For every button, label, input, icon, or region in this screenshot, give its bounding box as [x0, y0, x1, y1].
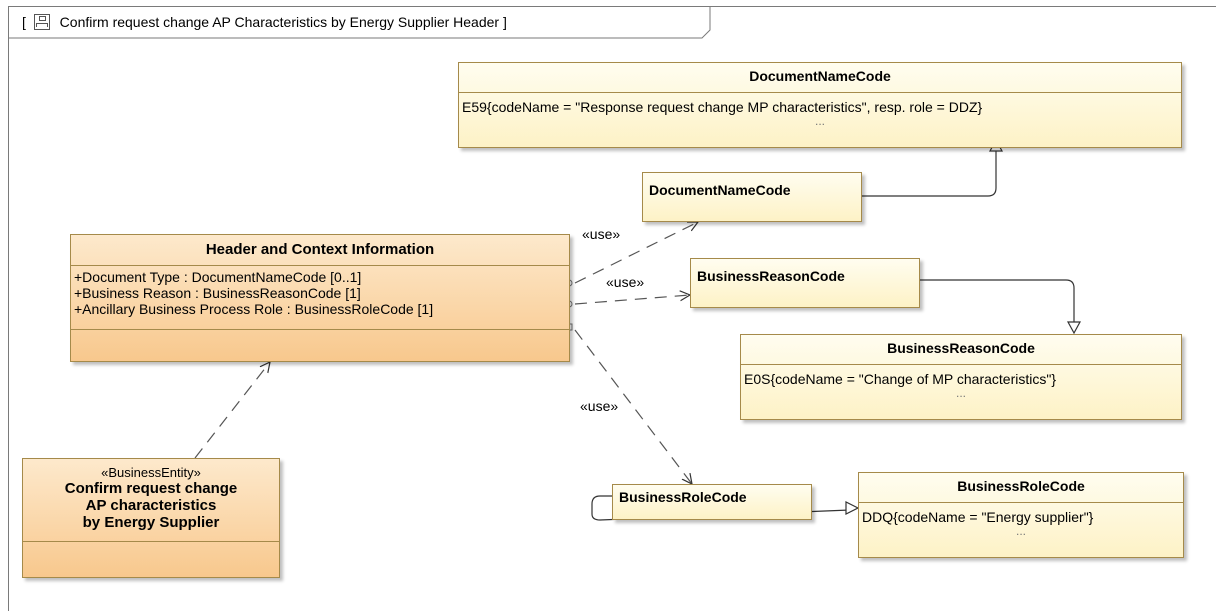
title-close-bracket-text: ]	[502, 14, 507, 30]
header-attribute-document-type: +Document Type : DocumentNameCode [0..1]	[74, 269, 362, 285]
business-role-code-enum-name: BusinessRoleCode	[957, 478, 1085, 494]
business-reason-code-more: ...	[955, 386, 966, 400]
document-name-code-enum-separator	[459, 92, 1181, 93]
business-entity-name-line-3: by Energy Supplier	[82, 514, 220, 531]
business-reason-code-enum-separator	[741, 364, 1181, 365]
business-reason-code-reference[interactable]: BusinessReasonCode	[690, 258, 920, 308]
use-label-doc-name: «use»	[582, 226, 621, 242]
use-label-business-reason: «use»	[606, 274, 645, 290]
header-attribute-business-reason: +Business Reason : BusinessReasonCode [1…	[74, 285, 361, 301]
document-name-code-enum-name: DocumentNameCode	[749, 68, 891, 84]
business-role-code-enumeration[interactable]: BusinessRoleCode DDQ{codeName = "Energy …	[858, 472, 1184, 558]
header-class-separator-bottom	[71, 329, 569, 330]
header-class-name: Header and Context Information	[205, 241, 435, 258]
header-context-information-class[interactable]: Header and Context Information +Document…	[70, 234, 570, 362]
business-entity-name-line-1: Confirm request change	[64, 480, 238, 497]
diagram-title-text: Confirm request change AP Characteristic…	[59, 14, 500, 30]
business-entity-stereotype: «BusinessEntity»	[101, 465, 201, 480]
class-diagram-icon	[33, 14, 50, 30]
business-reason-code-enum-name: BusinessReasonCode	[887, 340, 1035, 356]
business-role-code-literal: DDQ{codeName = "Energy supplier"}	[862, 509, 1094, 525]
diagram-title: [ Confirm request change AP Characterist…	[8, 6, 507, 38]
business-entity-separator	[23, 541, 279, 542]
title-open-bracket: [	[22, 14, 26, 30]
document-name-code-enumeration[interactable]: DocumentNameCode E59{codeName = "Respons…	[458, 62, 1182, 148]
business-role-code-reference[interactable]: BusinessRoleCode	[612, 484, 812, 520]
document-name-code-reference[interactable]: DocumentNameCode	[642, 172, 862, 222]
business-entity-name-line-2: AP characteristics	[85, 497, 217, 514]
use-label-business-role: «use»	[580, 398, 619, 414]
business-role-code-enum-separator	[859, 502, 1183, 503]
header-class-separator-top	[71, 265, 569, 266]
document-name-code-literal: E59{codeName = "Response request change …	[462, 99, 983, 115]
business-role-code-ref-name: BusinessRoleCode	[619, 489, 747, 505]
business-reason-code-ref-name: BusinessReasonCode	[697, 268, 845, 284]
business-reason-code-enumeration[interactable]: BusinessReasonCode E0S{codeName = "Chang…	[740, 334, 1182, 420]
document-name-code-ref-name: DocumentNameCode	[649, 182, 791, 198]
document-name-code-more: ...	[814, 114, 825, 128]
business-reason-code-literal: E0S{codeName = "Change of MP characteris…	[744, 371, 1057, 387]
header-attribute-business-role: +Ancillary Business Process Role : Busin…	[74, 301, 434, 317]
business-entity-class[interactable]: «BusinessEntity» Confirm request change …	[22, 458, 280, 578]
business-role-code-more: ...	[1015, 524, 1026, 538]
